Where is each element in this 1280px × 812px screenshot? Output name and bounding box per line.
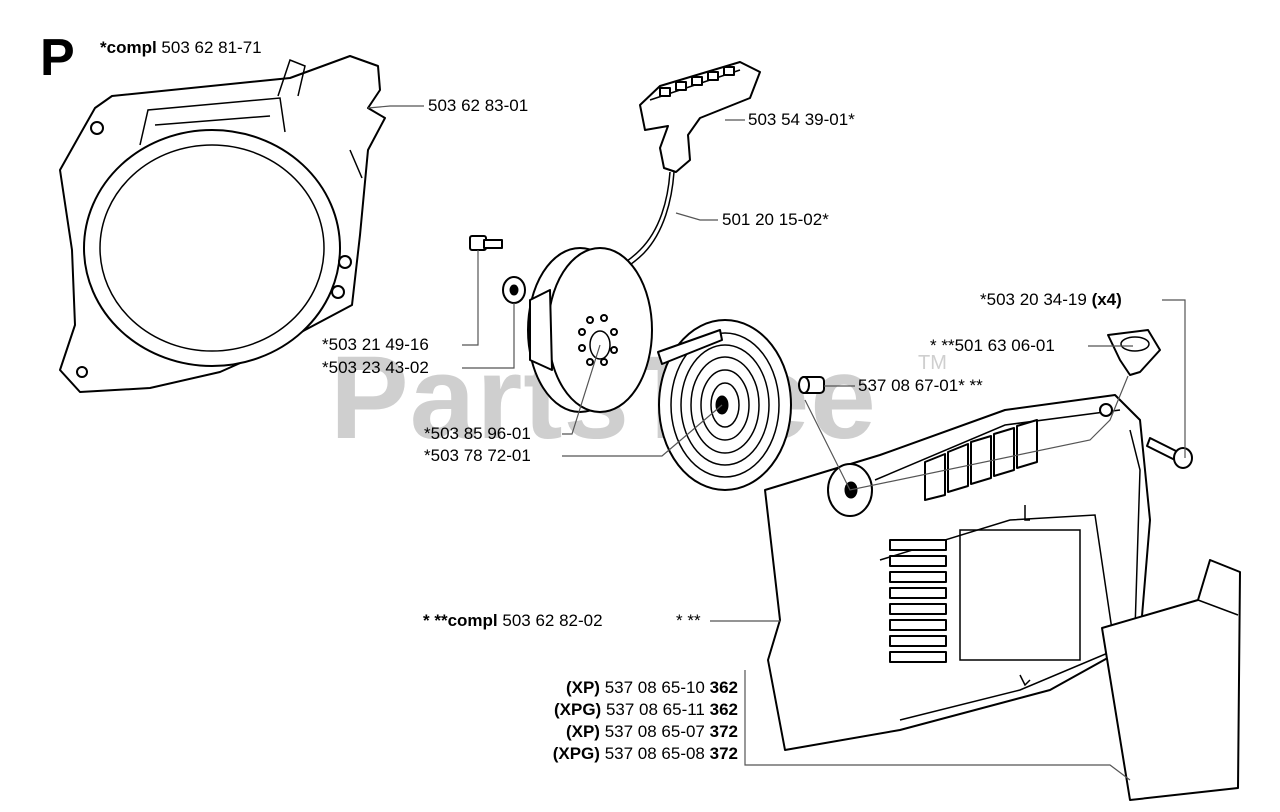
variant-size: 372 xyxy=(709,722,738,741)
label-starter-assembly[interactable]: * **compl 503 62 82-02 xyxy=(423,611,603,631)
label-fan-housing[interactable]: 503 62 83-01 xyxy=(428,96,529,115)
label-pulley[interactable]: *503 85 96-01 xyxy=(424,424,531,443)
variant-part: 537 08 65-08 xyxy=(604,744,705,763)
watermark-trademark: TM xyxy=(918,352,947,374)
variant-model: (XP) xyxy=(565,722,600,741)
variant-size: 362 xyxy=(709,678,738,697)
label-washer-a[interactable]: *503 23 43-02 xyxy=(322,358,429,377)
label-cover-screw-number: *503 20 34-19 xyxy=(980,290,1087,309)
label-bushing[interactable]: 537 08 67-01* ** xyxy=(858,376,983,395)
starter-pulley-part[interactable] xyxy=(527,247,653,413)
label-starter-number: 503 62 82-02 xyxy=(502,611,603,630)
variant-size: 362 xyxy=(709,700,738,719)
screw-part[interactable] xyxy=(469,235,503,251)
variant-part: 537 08 65-11 xyxy=(605,700,705,719)
variant-model: (XP) xyxy=(565,678,600,697)
label-starter-stars: * ** xyxy=(676,611,701,630)
fan-housing-part[interactable] xyxy=(59,55,386,393)
variant-part: 537 08 65-10 xyxy=(604,678,705,697)
cover-vents xyxy=(889,419,1038,663)
label-cover-screw[interactable]: *503 20 34-19 (x4) xyxy=(980,290,1122,310)
starter-handle-part[interactable] xyxy=(639,61,761,173)
label-cover-kit-number: 503 62 81-71 xyxy=(161,38,262,57)
label-handle[interactable]: 503 54 39-01* xyxy=(748,110,855,129)
section-letter: P xyxy=(40,29,75,87)
label-cover-screw-qty: (x4) xyxy=(1091,290,1122,309)
variant-row[interactable]: (XP) 537 08 65-10 362 xyxy=(440,678,738,698)
rope-guide-part[interactable] xyxy=(1107,329,1161,376)
variant-part: 537 08 65-07 xyxy=(604,722,705,741)
label-rope-guide[interactable]: * **501 63 06-01 xyxy=(930,336,1055,355)
label-cover-kit-prefix: *compl xyxy=(100,38,157,57)
label-spring[interactable]: *503 78 72-01 xyxy=(424,446,531,465)
recoil-spring-part[interactable] xyxy=(657,319,792,491)
variant-model: (XPG) xyxy=(552,744,600,763)
label-screw-a[interactable]: *503 21 49-16 xyxy=(322,335,429,354)
label-cover-kit[interactable]: *compl 503 62 81-71 xyxy=(100,38,262,58)
variant-row[interactable]: (XPG) 537 08 65-08 372 xyxy=(440,744,738,764)
washer-part[interactable] xyxy=(502,276,526,304)
bushing-part[interactable] xyxy=(798,376,825,394)
label-starter-prefix: * **compl xyxy=(423,611,498,630)
variant-size: 372 xyxy=(709,744,738,763)
label-rope[interactable]: 501 20 15-02* xyxy=(722,210,829,229)
variant-model: (XPG) xyxy=(553,700,602,719)
variant-row[interactable]: (XP) 537 08 65-07 372 xyxy=(440,722,738,742)
variant-row[interactable]: (XPG) 537 08 65-11 362 xyxy=(440,700,738,720)
leader-lines xyxy=(367,105,1186,781)
cover-screw-part[interactable] xyxy=(1146,437,1193,469)
decal-part[interactable] xyxy=(1101,559,1241,801)
